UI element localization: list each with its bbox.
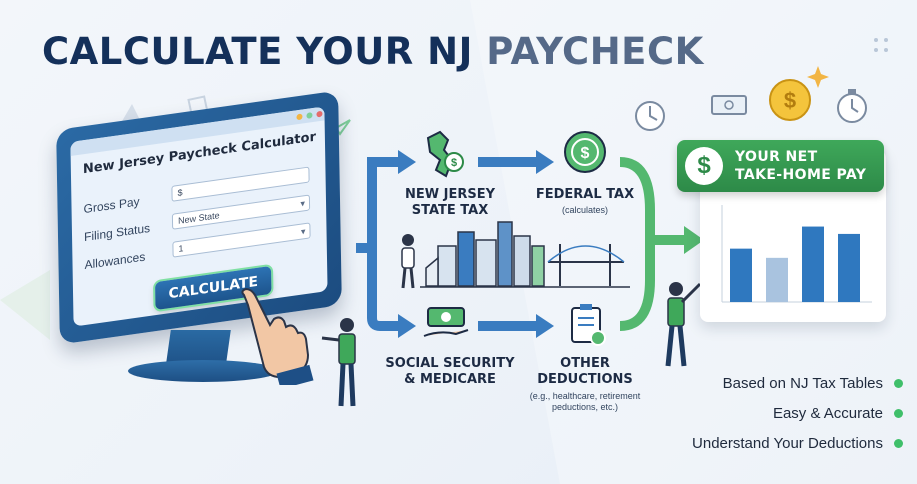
- other-deductions-line1: OTHER: [560, 356, 610, 371]
- chart-bar: [730, 248, 752, 302]
- federal-tax-label: FEDERAL TAX (calculates): [520, 187, 650, 216]
- net-pay-line2: TAKE-HOME PAY: [735, 167, 867, 183]
- person-illustration: [401, 234, 415, 289]
- flow-arrow: [619, 157, 686, 245]
- sparkle-icon: [807, 66, 829, 88]
- social-security-label: SOCIAL SECURITY & MEDICARE: [380, 356, 520, 388]
- other-deductions-sub1: (e.g., healthcare, retirement: [529, 391, 641, 401]
- person-illustration: [665, 282, 702, 367]
- clock-icon: [635, 101, 665, 131]
- federal-tax-sub: (calculates): [561, 205, 608, 215]
- money-hand-icon: [423, 307, 469, 337]
- other-deductions-sub2: peductions, etc.): [551, 402, 619, 412]
- state-tax-label: NEW JERSEY STATE TAX: [390, 187, 510, 219]
- flow-arrow: [356, 157, 400, 253]
- pointing-hand-icon: [241, 287, 314, 385]
- cash-icon: [711, 95, 747, 115]
- svg-text:$: $: [451, 157, 457, 169]
- chart-bar: [838, 233, 860, 302]
- flow-arrow: [367, 248, 400, 331]
- feature-bullet-icon: [894, 409, 903, 418]
- gold-coin-icon: $: [769, 79, 811, 121]
- federal-coin-icon: $: [564, 131, 606, 173]
- chart-bar: [766, 257, 788, 302]
- feature-bullet-icon: [894, 439, 903, 448]
- stopwatch-icon: [837, 89, 867, 123]
- monitor-stand-base: [128, 360, 278, 382]
- clipboard-icon: [571, 304, 606, 346]
- other-deductions-label: OTHER DEDUCTIONS (e.g., healthcare, reti…: [510, 356, 660, 413]
- net-pay-banner: $ YOUR NET TAKE-HOME PAY: [677, 140, 884, 192]
- feature-bullet-icon: [894, 379, 903, 388]
- net-pay-line1: YOUR NET: [735, 149, 818, 165]
- feature-item: Understand Your Deductions: [692, 435, 883, 452]
- social-security-line2: & MEDICARE: [404, 372, 496, 387]
- svg-text:$: $: [581, 145, 590, 162]
- social-security-line1: SOCIAL SECURITY: [385, 356, 515, 371]
- flow-arrow: [619, 240, 655, 331]
- state-tax-line2: STATE TAX: [411, 203, 489, 218]
- person-illustration: [321, 318, 356, 407]
- city-skyline-illustration: [420, 221, 630, 288]
- state-tax-line1: NEW JERSEY: [404, 187, 495, 202]
- feature-item: Easy & Accurate: [772, 405, 883, 422]
- svg-text:$: $: [784, 88, 796, 113]
- dollar-icon: $: [685, 147, 723, 185]
- new-jersey-map-icon: $: [426, 130, 464, 178]
- take-home-bar-chart: [721, 205, 872, 303]
- chart-bar: [802, 226, 824, 302]
- feature-item: Based on NJ Tax Tables: [722, 375, 883, 392]
- page-title: CALCULATE YOUR NJ PAYCHECK: [42, 30, 704, 73]
- net-pay-text: YOUR NET TAKE-HOME PAY: [735, 148, 866, 184]
- federal-tax-title: FEDERAL TAX: [535, 187, 635, 202]
- other-deductions-line2: DEDUCTIONS: [537, 372, 633, 387]
